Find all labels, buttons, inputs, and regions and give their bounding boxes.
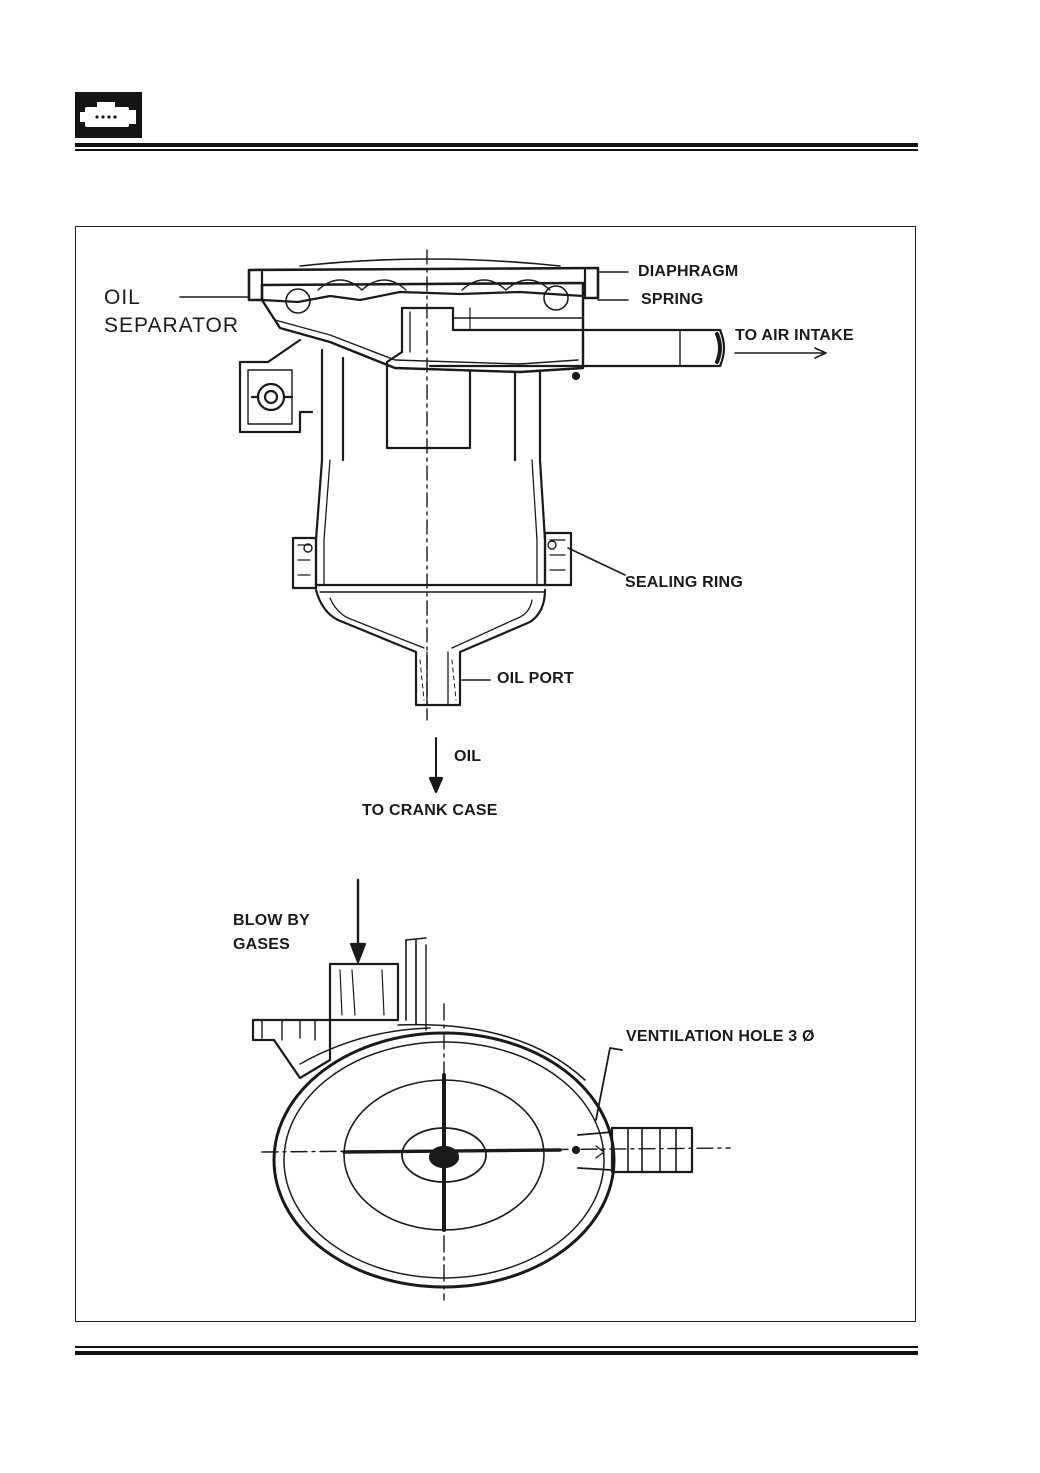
oil-separator-label-line1: OIL — [104, 286, 141, 309]
oil-port-label: OIL PORT — [497, 670, 574, 687]
to-crank-case-label: TO CRANK CASE — [362, 802, 498, 819]
to-air-intake-label: TO AIR INTAKE — [735, 327, 854, 344]
spring-label: SPRING — [641, 291, 704, 308]
blow-by-label-line2: GASES — [233, 936, 291, 953]
oil-flow-label: OIL — [454, 748, 482, 765]
oil-separator-label-line2: SEPARATOR — [104, 314, 240, 337]
header-rule-thick — [75, 143, 918, 147]
separator-section-view — [179, 249, 827, 794]
footer-rule-thick — [75, 1351, 918, 1355]
figure-frame — [75, 226, 916, 1322]
blow-by-label-line1: BLOW BY — [233, 912, 310, 929]
separator-top-view — [251, 878, 731, 1301]
ventilation-hole-label: VENTILATION HOLE 3 Ø — [626, 1028, 815, 1045]
footer-rule-thin — [75, 1346, 918, 1348]
diaphragm-label: DIAPHRAGM — [638, 263, 739, 280]
header-rule-thin — [75, 149, 918, 151]
sealing-ring-label: SEALING RING — [625, 574, 743, 591]
engine-icon — [75, 92, 142, 138]
